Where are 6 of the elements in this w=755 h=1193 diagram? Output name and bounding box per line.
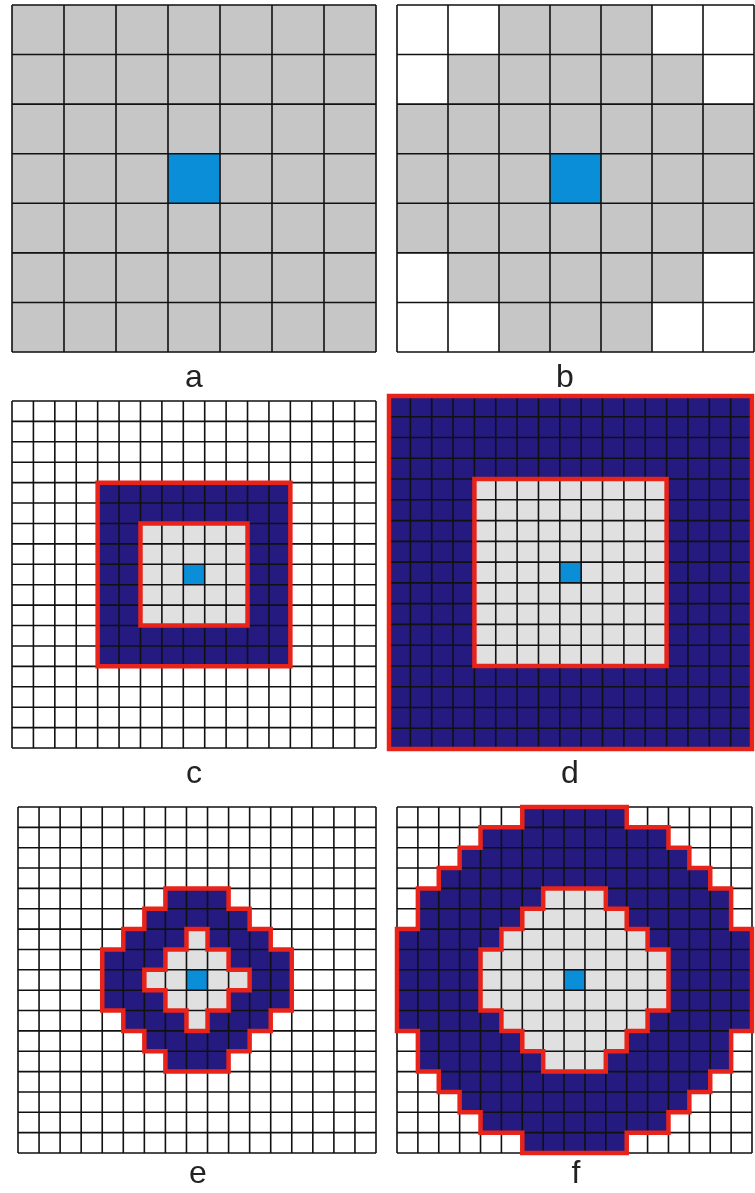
panel-label: f xyxy=(571,1156,581,1188)
panel-label: c xyxy=(186,756,202,788)
panel-label: b xyxy=(556,360,574,392)
panel-label: e xyxy=(189,1156,207,1188)
panel-label: d xyxy=(561,756,579,788)
panel-label: a xyxy=(185,360,203,392)
